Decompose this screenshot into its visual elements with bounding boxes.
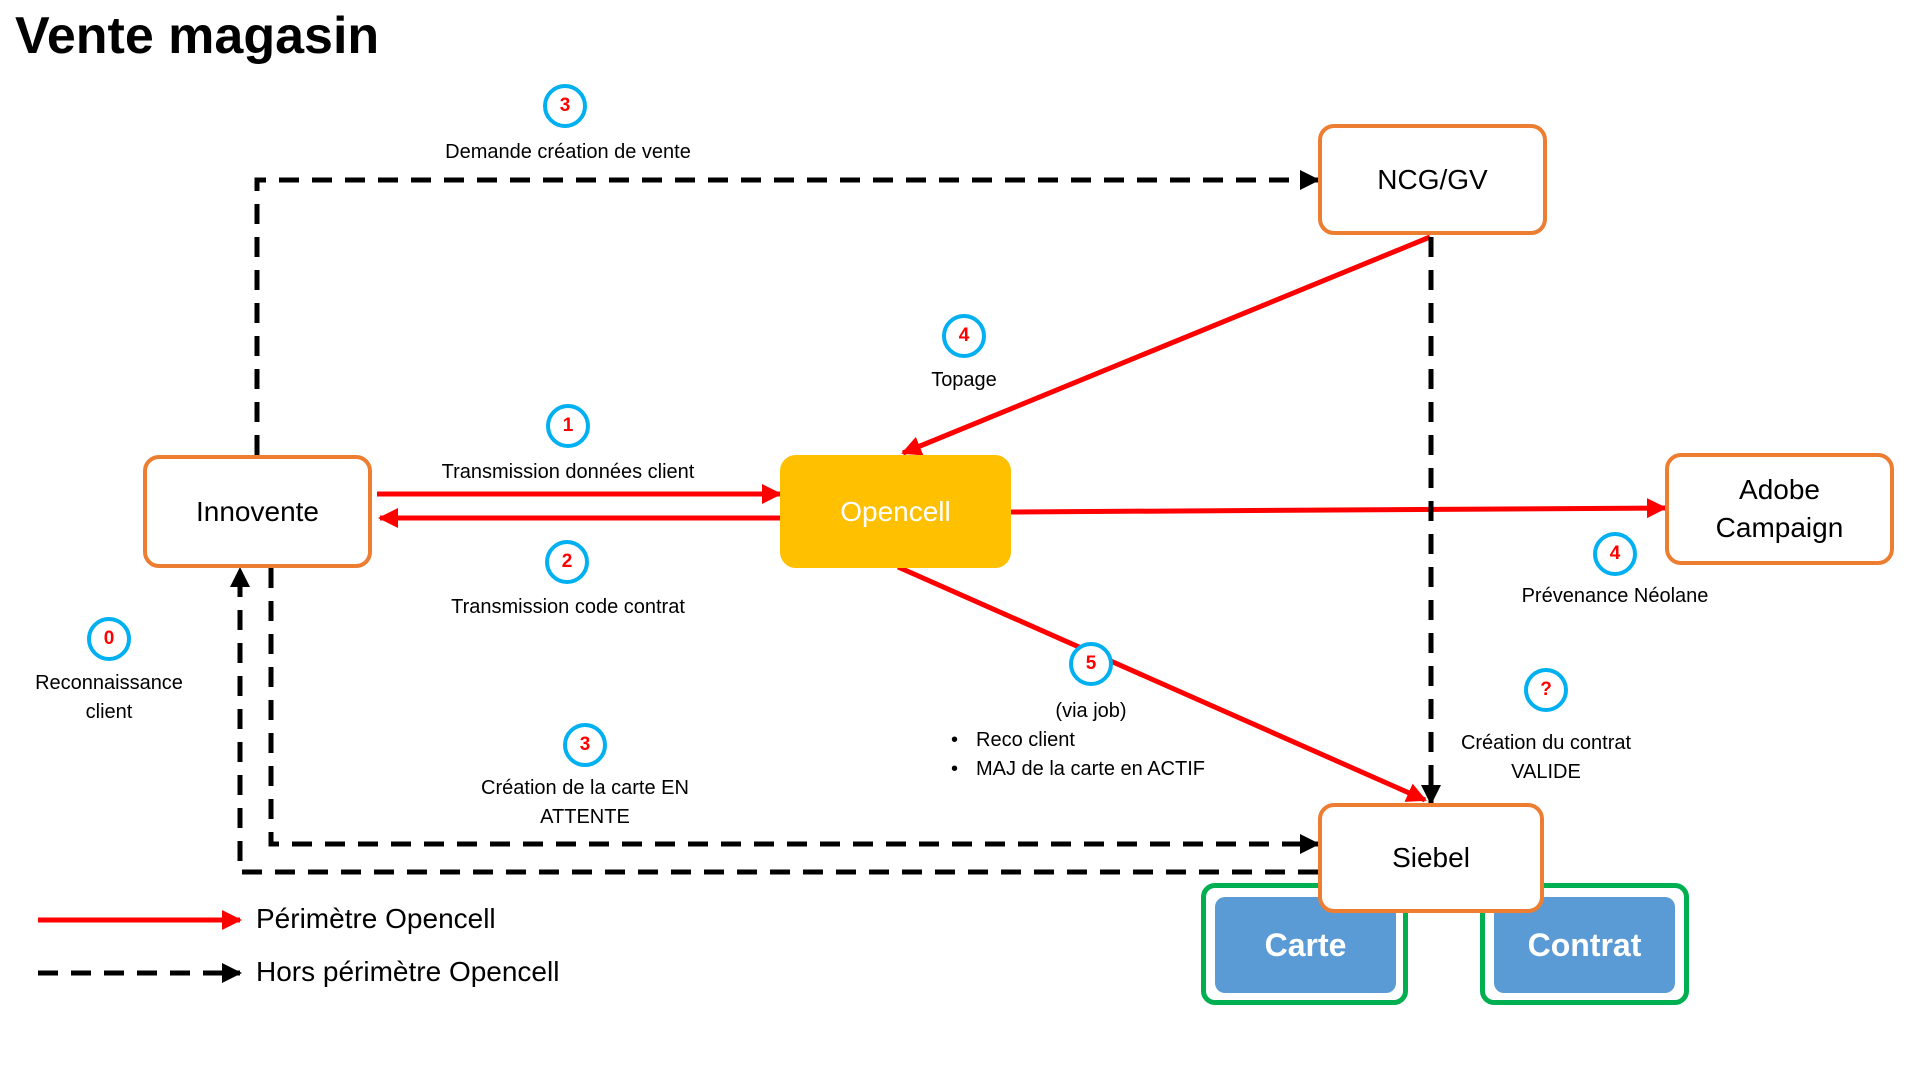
step-badge-4-topage: 4: [942, 314, 986, 358]
step-badge-3-vente: 3: [543, 84, 587, 128]
legend-lines: [38, 910, 242, 983]
step-label-creation-contrat: Création du contrat VALIDE: [1460, 732, 1632, 783]
node-innovente[interactable]: Innovente: [143, 455, 372, 568]
dashed-arrows: [230, 170, 1441, 875]
step-badge-2: 2: [545, 540, 589, 584]
node-ncg-gv[interactable]: NCG/GV: [1318, 124, 1547, 235]
step-badge-3-carte: 3: [563, 723, 607, 767]
step-label-creation-carte: Création de la carte EN ATTENTE: [481, 777, 689, 828]
step-label-reco: Reconnaissance client: [35, 672, 183, 723]
store-contrat[interactable]: Contrat: [1494, 897, 1675, 993]
legend-perimeter: Périmètre Opencell: [256, 903, 496, 934]
step-label-transmission-code: Transmission code contrat: [451, 596, 685, 618]
node-siebel[interactable]: Siebel: [1318, 803, 1544, 913]
step-label-transmission-donnees: Transmission données client: [441, 461, 695, 483]
step-label-demande-vente: Demande création de vente: [445, 141, 691, 163]
step-badge-1: 1: [546, 404, 590, 448]
arrow-ncg-to-opencell: [901, 234, 1431, 456]
bullet-reco-client: Reco client: [946, 726, 1205, 755]
node-opencell[interactable]: Opencell: [780, 455, 1011, 568]
bullet-maj-carte: MAJ de la carte en ACTIF: [946, 755, 1205, 784]
node-opencell-label: Opencell: [840, 495, 951, 527]
store-contrat-label: Contrat: [1527, 926, 1642, 963]
step-label-prevenance: Prévenance Néolane: [1521, 585, 1709, 607]
node-adobe-campaign[interactable]: Adobe Campaign: [1665, 453, 1894, 565]
node-innovente-label: Innovente: [196, 495, 319, 527]
red-arrows: [377, 234, 1667, 803]
step-badge-4-prevenance: 4: [1593, 532, 1637, 576]
store-carte-label: Carte: [1264, 926, 1347, 963]
arrow-opencell-to-siebel: [896, 564, 1427, 803]
node-ncg-gv-label: NCG/GV: [1377, 163, 1488, 195]
step-label-topage: Topage: [931, 369, 997, 391]
node-siebel-label: Siebel: [1392, 842, 1470, 873]
step-bullets-via-job: Reco client MAJ de la carte en ACTIF: [946, 726, 1205, 784]
page-title: Vente magasin: [15, 7, 380, 65]
arrow-innovente-to-ncg: [254, 170, 1320, 455]
step-badge-unknown: ?: [1524, 668, 1568, 712]
step-label-via-job: (via job): [1055, 700, 1127, 722]
arrow-opencell-to-adobe: [1009, 498, 1667, 519]
step-badge-5: 5: [1069, 642, 1113, 686]
node-adobe-label: Adobe Campaign: [1715, 474, 1844, 543]
arrow-innovente-to-siebel: [268, 568, 1320, 854]
legend-out-of-perimeter: Hors périmètre Opencell: [256, 956, 560, 987]
step-badge-0: 0: [87, 617, 131, 661]
store-carte[interactable]: Carte: [1215, 897, 1396, 993]
